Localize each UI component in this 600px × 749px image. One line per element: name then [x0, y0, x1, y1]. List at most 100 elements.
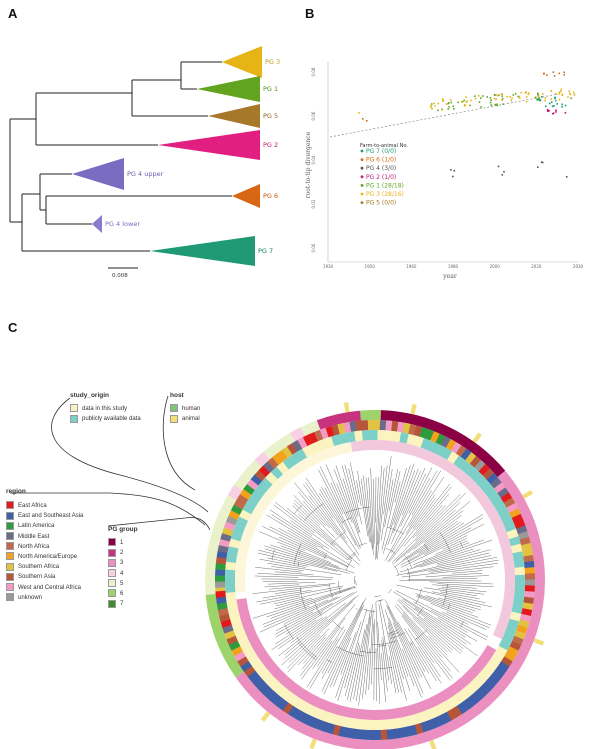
ring-segment: [482, 468, 495, 480]
clade-pg4-lower: [92, 215, 102, 233]
ring-segment: [309, 716, 319, 729]
ring-segment: [517, 531, 530, 540]
data-point: [561, 94, 564, 96]
tree-branch: [303, 637, 326, 664]
tree-branch: [446, 611, 486, 630]
tree-branch: [271, 514, 324, 548]
panel-label-a: A: [8, 6, 18, 21]
ring-segment: [356, 728, 364, 740]
data-point: [536, 166, 539, 168]
tree-branch: [290, 616, 327, 644]
tree-branch: [424, 587, 478, 597]
ring-segment: [216, 550, 228, 559]
data-point: [463, 99, 465, 102]
legend-item: 7: [108, 599, 138, 609]
data-point: [539, 100, 541, 102]
ring-segment: [246, 479, 259, 491]
tree-branch: [444, 597, 482, 608]
ring-segment: [489, 493, 503, 507]
clade-label-pg3: PG 3: [265, 58, 280, 66]
ring-segment: [225, 591, 237, 601]
tree-branch: [312, 641, 333, 669]
ring-segment: [415, 711, 427, 724]
legend-swatch: [6, 582, 14, 591]
ring-segment: [506, 502, 519, 514]
tree-branch: [384, 599, 432, 690]
ring-segment: [205, 593, 244, 678]
clade-pg6: [232, 184, 260, 208]
tree-branch: [423, 617, 464, 649]
tree-branch: [400, 473, 426, 527]
ring-segment: [511, 604, 523, 614]
legend-item: Southern Asia: [6, 572, 83, 582]
tree-branch: [262, 526, 348, 568]
legend-item: East and Southeast Asia: [6, 511, 83, 521]
ring-segment: [272, 695, 284, 708]
data-point: [493, 94, 496, 96]
ring-segment: [240, 661, 253, 672]
ring-segment: [434, 444, 446, 457]
data-point: [572, 91, 575, 94]
ring-segment: [408, 713, 419, 726]
data-point: [520, 91, 523, 94]
tree-branch: [408, 467, 433, 514]
chart-legend: PG 7 (0/0)PG 6 (1/0)PG 4 (3/0)PG 2 (1/0)…: [360, 148, 404, 207]
data-point: [482, 95, 484, 97]
ring-segment: [233, 499, 246, 510]
legend-item: West and Central Africa: [6, 582, 83, 593]
ring-segment: [361, 420, 369, 431]
ring-segment: [215, 569, 226, 576]
clade-label-pg5: PG 5: [263, 112, 278, 120]
tree-branch: [274, 591, 358, 645]
tree-branch: [298, 634, 327, 666]
ring-segment: [486, 675, 499, 687]
ring-segment: [297, 699, 310, 713]
tree-branch: [349, 629, 366, 702]
tree-branch: [378, 603, 392, 685]
tree-branch: [264, 584, 300, 588]
legend-label: data in this study: [82, 406, 128, 412]
tree-branch: [425, 573, 483, 577]
ring-segment: [272, 453, 284, 466]
legend-entry: PG 4 (3/0): [366, 165, 396, 172]
ring-segment: [514, 574, 525, 583]
tree-branch: [299, 586, 306, 610]
tree-branch: [402, 598, 472, 645]
tree-branch: [363, 608, 376, 612]
ring-segment: [220, 619, 232, 628]
tree-branch: [393, 468, 419, 533]
tree-branch: [375, 602, 380, 704]
legend-swatch: [108, 538, 116, 547]
tree-branch: [436, 549, 491, 564]
data-point: [550, 101, 553, 103]
y-axis-label: root-to-tip divergence: [305, 131, 312, 198]
ring-segment: [503, 651, 516, 662]
clade-pg2: [158, 130, 260, 160]
tree-branch: [334, 469, 363, 546]
data-point: [541, 161, 544, 164]
tree-branch: [293, 494, 335, 538]
data-point: [501, 174, 504, 176]
y-tick-label: 0.04: [311, 155, 316, 164]
ring-segment: [472, 675, 485, 689]
tree-branch: [442, 611, 469, 625]
data-point: [561, 103, 564, 106]
tree-branch: [408, 522, 465, 559]
data-point: [445, 103, 448, 105]
y-tick-labels: 0.080.060.040.020.00: [311, 67, 316, 252]
ring-segment: [485, 487, 499, 500]
tree-branch: [416, 607, 424, 617]
legend-item: 6: [108, 589, 138, 599]
tree-branch: [396, 584, 492, 608]
ring-segment: [272, 682, 286, 695]
legend-item: Southern Africa: [6, 562, 83, 572]
ring-segment: [323, 436, 335, 449]
ring-segment: [408, 724, 418, 736]
ring-segment: [355, 420, 363, 432]
tree-branch: [372, 640, 398, 645]
data-point: [494, 103, 496, 106]
tree-branch: [382, 465, 411, 554]
data-point: [537, 98, 540, 101]
data-point: [569, 93, 572, 96]
